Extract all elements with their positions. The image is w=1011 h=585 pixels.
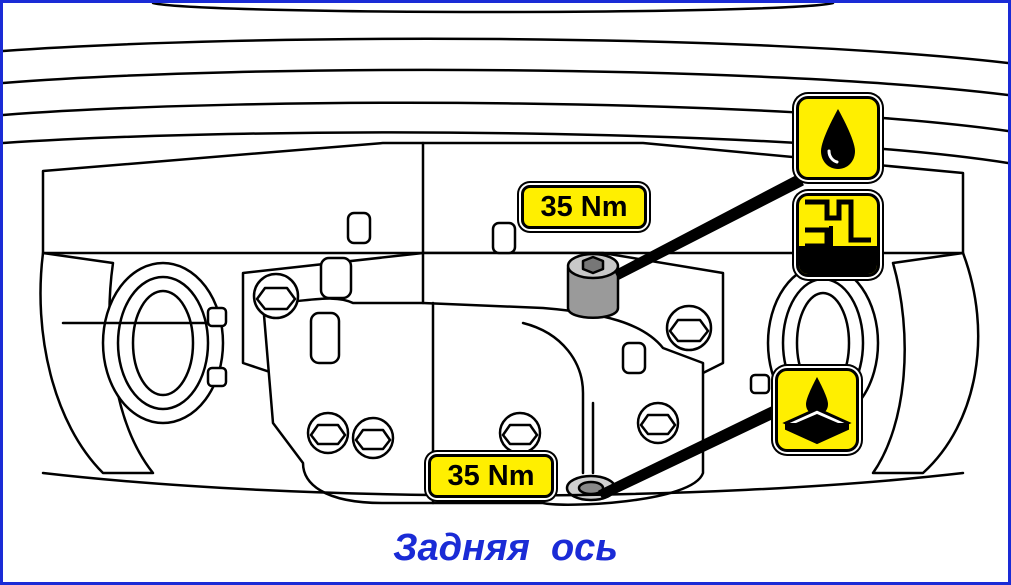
fill-plug-torque-label: 35 Nm [521, 185, 647, 229]
body-arch-lines [3, 3, 1008, 165]
oil-fill-icon [796, 96, 880, 180]
fill-plug [566, 252, 620, 319]
mounting-studs [309, 211, 647, 375]
drain-plug-torque-label: 35 Nm [428, 454, 554, 498]
oil-drain-icon [775, 368, 859, 452]
oil-level-icon [796, 193, 880, 277]
housing-rib [521, 321, 585, 475]
housing-bolts [252, 272, 713, 460]
rear-axle-illustration [3, 3, 1008, 506]
diagram-caption: Задняя ось [393, 527, 618, 569]
left-wheel-hub [39, 251, 228, 475]
